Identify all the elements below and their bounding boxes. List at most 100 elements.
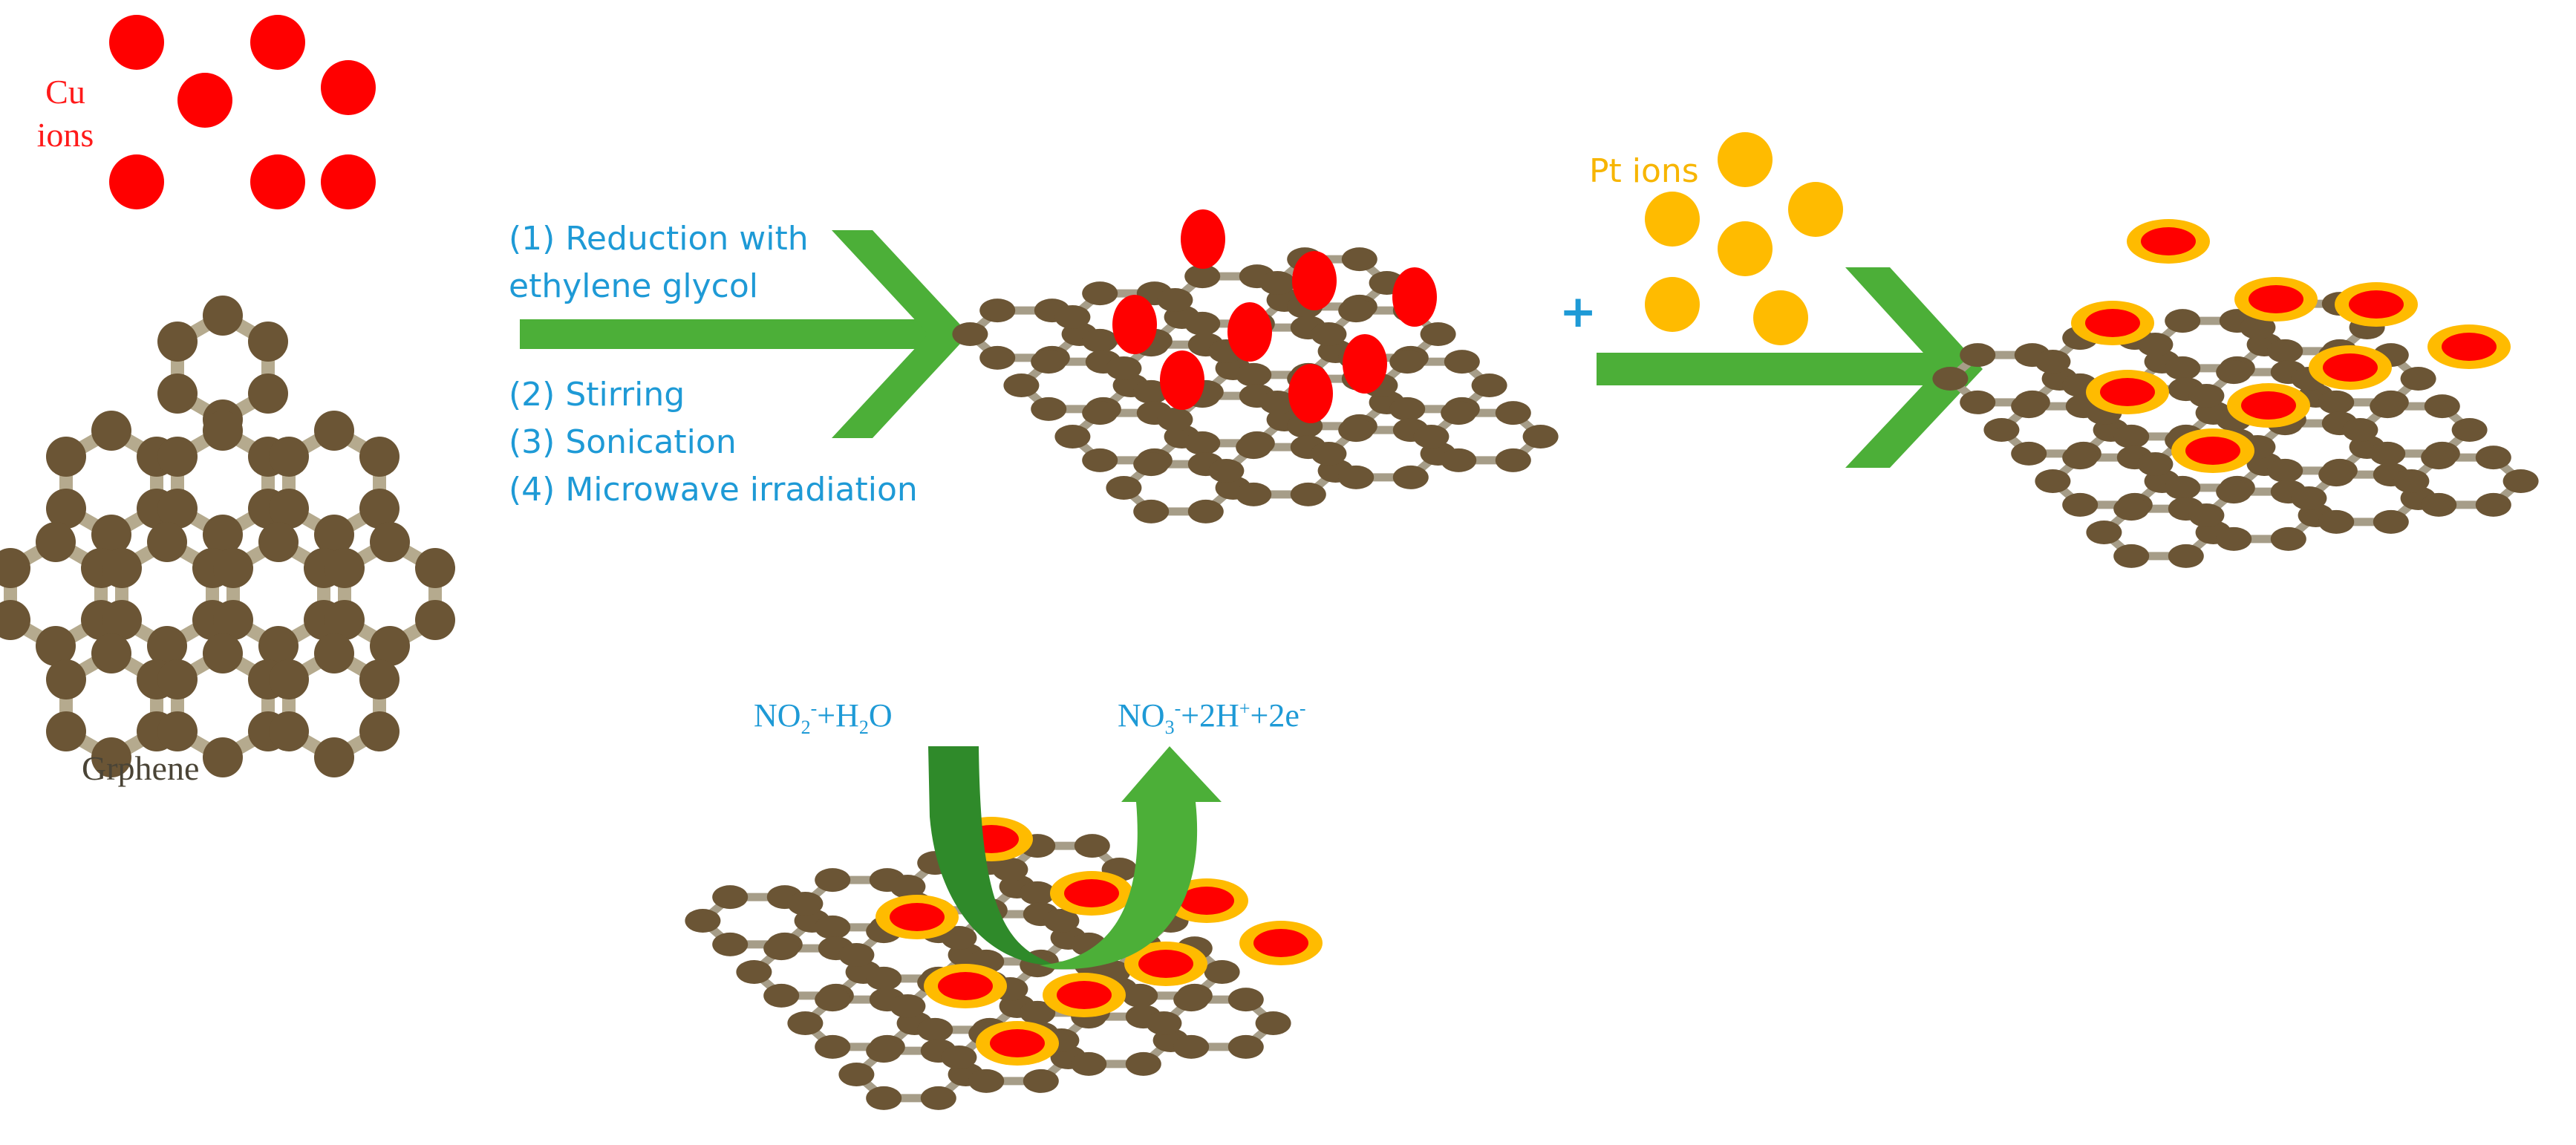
carbon-atom (1236, 435, 1272, 460)
step-list: (2) Stirring (3) Sonication (4) Microwav… (509, 371, 918, 514)
carbon-atom (736, 960, 772, 984)
carbon-atom (46, 659, 86, 699)
cu-core (890, 903, 945, 931)
product-no-charge: - (1174, 697, 1181, 720)
carbon-atom (359, 437, 400, 477)
carbon-atom (1031, 397, 1067, 421)
carbon-atom (2137, 452, 2174, 476)
carbon-atom (815, 1034, 851, 1059)
step1-line1: (1) Reduction with (509, 220, 809, 258)
carbon-atom (2318, 463, 2355, 487)
carbon-atom (866, 1039, 902, 1063)
graphene-with-cu-sheet (952, 209, 1559, 523)
up-curved-arrow (1040, 746, 1222, 970)
cu-nanoparticle (1292, 251, 1337, 310)
carbon-atom (325, 548, 365, 588)
carbon-atom (102, 600, 142, 640)
product-no-sub: 3 (1164, 716, 1175, 738)
carbon-atom (2011, 441, 2047, 466)
carbon-atom (2062, 446, 2099, 470)
carbon-atom (2035, 350, 2071, 373)
carbon-atom (2168, 544, 2204, 568)
carbon-atom (1259, 271, 1296, 295)
carbon-atom (2421, 492, 2457, 517)
plus-sign: + (1559, 286, 1597, 338)
cu-ion (321, 154, 376, 209)
carbon-atom (2035, 469, 2071, 493)
carbon-atom (2240, 316, 2276, 339)
carbon-atom (314, 737, 354, 777)
carbon-atom (1392, 465, 1429, 489)
carbon-atom (1227, 988, 1264, 1012)
carbon-atom (1441, 448, 1477, 472)
carbon-atom (0, 548, 30, 588)
carbon-atom (1311, 442, 1347, 466)
carbon-atom (2113, 544, 2150, 568)
carbon-atom (213, 600, 253, 640)
cu-ions-label: Cu ions (28, 71, 102, 157)
carbon-atom (1020, 1000, 1056, 1025)
carbon-atom (325, 600, 365, 640)
carbon-atom (359, 711, 400, 751)
carbon-atom (2370, 394, 2406, 419)
carbon-atom (2370, 441, 2406, 466)
carbon-atom (1471, 373, 1507, 397)
carbon-atom (952, 322, 988, 346)
carbon-atom (2270, 526, 2306, 551)
graphene-with-cu-pt-sheet (1932, 219, 2539, 568)
carbon-atom (763, 936, 800, 961)
product-2e: +2e (1250, 697, 1300, 734)
cu-core (938, 972, 993, 1000)
cu-ion-cluster (109, 15, 376, 209)
carbon-atom (838, 1063, 875, 1086)
carbon-atom (1082, 281, 1118, 306)
carbon-atom (1960, 343, 1996, 368)
graphene-sheet (0, 296, 455, 777)
catalyst-sheet (685, 817, 1323, 1110)
carbon-atom (157, 437, 198, 477)
pt-ion (1718, 221, 1773, 276)
carbon-atom (1413, 425, 1450, 448)
carbon-atom (2188, 503, 2225, 527)
carbon-atom (1003, 373, 1040, 397)
carbon-atom (1106, 476, 1142, 500)
carbon-atom (920, 1086, 956, 1110)
carbon-atom (370, 626, 410, 666)
carbon-atom (866, 966, 902, 991)
carbon-atom (2291, 486, 2327, 510)
carbon-atom (1389, 397, 1426, 421)
carbon-atom (314, 633, 354, 673)
carbon-atom (2137, 333, 2174, 356)
carbon-atom (102, 548, 142, 588)
carbon-atom (269, 489, 309, 529)
reactant-o: O (868, 697, 893, 734)
carbon-atom (2400, 367, 2436, 391)
cu-core (2249, 285, 2303, 313)
carbon-atom (2216, 480, 2252, 504)
carbon-atom (941, 926, 977, 950)
carbon-atom (763, 983, 800, 1008)
carbon-atom (203, 737, 243, 777)
carbon-atom (203, 411, 243, 451)
pt-ion (1753, 290, 1808, 345)
carbon-atom (91, 633, 131, 673)
carbon-atom (2318, 509, 2355, 534)
step3-label: (3) Sonication (509, 423, 737, 461)
carbon-atom (248, 373, 288, 414)
carbon-atom (359, 659, 400, 699)
carbon-atom (1082, 328, 1118, 353)
carbon-atom (2062, 492, 2099, 517)
carbon-atom (203, 515, 243, 555)
down-curved-arrow (928, 746, 1054, 965)
carbon-atom (314, 515, 354, 555)
carbon-atom (2216, 360, 2252, 385)
cu-core (2442, 333, 2497, 361)
carbon-atom (157, 489, 198, 529)
carbon-atom (1983, 418, 2020, 442)
step1-label: (1) Reduction with ethylene glycol (509, 215, 809, 310)
carbon-atom (787, 892, 824, 916)
cu-nanoparticle (1343, 334, 1387, 394)
carbon-atom (2475, 446, 2511, 470)
carbon-atom (1146, 1011, 1182, 1035)
carbon-atom (1389, 350, 1426, 374)
